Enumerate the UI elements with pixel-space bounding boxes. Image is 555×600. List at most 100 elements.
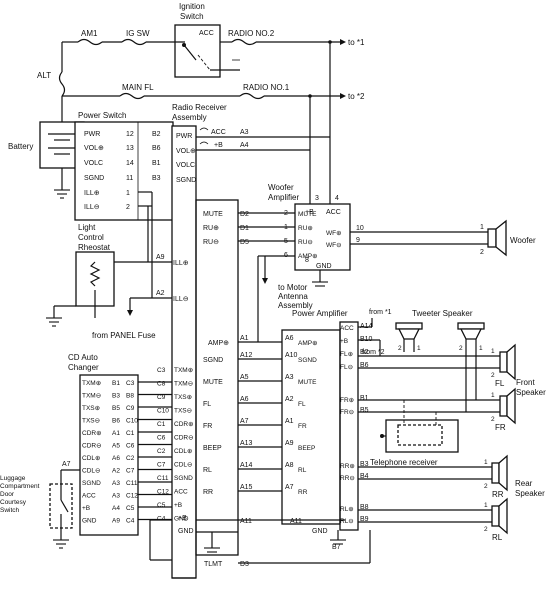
rear-rl-label: RL — [492, 533, 503, 542]
tweeter-fr-p1: 1 — [479, 345, 483, 352]
power-amp-in-pin: A3 — [285, 374, 294, 381]
receiver-left-pin: VOL⊕ — [176, 148, 196, 155]
power-switch-pin-conn: B1 — [152, 160, 161, 167]
woofer-amp-p3: 3 — [315, 195, 319, 202]
cd-changer-conn-pin: C4 — [126, 518, 135, 525]
tweeter-fr-p2: 2 — [459, 345, 463, 352]
motor-antenna-l1: to Motor — [278, 283, 308, 292]
woofer-amp-title: Woofer — [268, 183, 294, 192]
front-fl-label: FL — [495, 379, 505, 388]
receiver-a11: A11 — [240, 518, 252, 525]
power-switch-pin-num: 2 — [126, 204, 130, 211]
receiver-woofer-pin: RU⊕ — [203, 225, 219, 232]
cd-changer-pin-num: B3 — [112, 393, 120, 400]
cd-changer-pin-name: TXM⊖ — [82, 393, 102, 400]
power-switch-pin-name: PWR — [84, 131, 100, 138]
power-switch-pin-name: ILL⊖ — [84, 204, 100, 211]
receiver-a9: A9 — [156, 254, 165, 261]
receiver-woofer-conn: D1 — [240, 225, 249, 232]
power-amp-top-name: +B — [340, 338, 348, 345]
woofer-p1: 1 — [480, 224, 484, 231]
cd-changer-pin-name: CDR⊕ — [82, 430, 102, 437]
power-amp-rear-num: B8 — [360, 504, 369, 511]
telephone-label: Telephone receiver — [370, 458, 438, 467]
cd-changer-pin-name: GND — [82, 518, 97, 525]
power-amp-fr-name: FR⊖ — [340, 409, 355, 416]
power-amp-in-pin: A10 — [285, 352, 298, 359]
power-amp-rear-name: RL⊖ — [340, 518, 354, 525]
power-amp-in-pin: A1 — [285, 418, 294, 425]
receiver-changer-pin: +B — [174, 502, 182, 509]
motor-antenna-note: to Motor Antenna Assembly — [262, 255, 313, 310]
power-amp-from2: from *2 — [362, 349, 385, 356]
rear-rr-label: RR — [492, 490, 504, 499]
power-amp-fr-num: B5 — [360, 407, 369, 414]
receiver-a2: A2 — [156, 290, 165, 297]
cd-changer-pin-num: A3 — [112, 493, 120, 500]
cd-changer-conn-pin: C7 — [126, 468, 135, 475]
cd-changer-conn-pin: C2 — [126, 455, 135, 462]
receiver-amp-conn: A6 — [240, 396, 249, 403]
receiver-woofer-pin: MUTE — [203, 211, 223, 218]
receiver-changer-pin: TXM⊕ — [174, 367, 194, 374]
cd-changer-pin-name: TXM⊕ — [82, 380, 102, 387]
power-amp-from1: from *1 — [369, 309, 392, 316]
front-fl-p1: 1 — [491, 348, 495, 355]
power-amp-top-name: FL⊕ — [340, 351, 354, 358]
power-amp-rear-name: RL⊕ — [340, 506, 354, 513]
cd-changer-conn-pin: B8 — [126, 393, 134, 400]
power-switch-pin-name: VOL⊕ — [84, 145, 104, 152]
woofer-amp-in-name: MUTE — [298, 211, 317, 218]
woofer-amp-in-name: RU⊖ — [298, 239, 313, 246]
receiver-amp-conn: A14 — [240, 462, 253, 469]
receiver-left-pin: SGND — [176, 177, 196, 184]
am1-label: AM1 — [81, 29, 98, 38]
radio-no2-label: RADIO NO.2 — [228, 29, 275, 38]
woofer-amp-out-num: 10 — [356, 225, 364, 232]
receiver-changer-pin: TXS⊖ — [174, 408, 193, 415]
luggage-l4: Courtesy — [0, 499, 27, 506]
cd-changer-pin-num: A4 — [112, 505, 120, 512]
power-amp-top-name: ACC — [340, 325, 354, 332]
tweeter-label: Tweeter Speaker — [412, 309, 473, 318]
receiver-changer-pin: TXM⊖ — [174, 381, 194, 388]
receiver-changer-pin: CDL⊕ — [174, 448, 193, 455]
receiver-amp-pin: RR — [203, 489, 213, 496]
ig-sw-label: IG SW — [126, 29, 150, 38]
cd-changer-title: CD Auto — [68, 353, 98, 362]
power-switch-pin-num: 11 — [126, 175, 133, 182]
receiver-changer-pin-num: C9 — [157, 394, 166, 401]
cd-changer-pin-name: ACC — [82, 493, 96, 500]
power-amp-b7: B7 — [332, 544, 341, 551]
tweeter-speakers: Tweeter Speaker 2 1 2 1 — [395, 309, 485, 412]
woofer-amp-p4: 4 — [335, 195, 339, 202]
rear-rl-p2: 2 — [484, 526, 488, 533]
receiver-amp-conn: A7 — [240, 418, 249, 425]
cd-changer-pin-name: TXS⊖ — [82, 418, 101, 425]
tweeter-fl-p1: 1 — [417, 345, 421, 352]
receiver-amp-row-conn: A1 — [240, 335, 249, 342]
wires — [149, 318, 381, 579]
main-fl-label: MAIN FL — [122, 83, 154, 92]
receiver-left-pin: PWR — [176, 133, 192, 140]
rear-rr-p1: 1 — [484, 459, 488, 466]
front-fr-p1: 1 — [491, 392, 495, 399]
receiver-changer-pin-num: C1 — [157, 421, 166, 428]
receiver-amp-conn: A12 — [240, 352, 253, 359]
woofer-label: Woofer — [510, 236, 536, 245]
receiver-changer-pin: CDR⊖ — [174, 435, 194, 442]
receiver-amp-pin: FR — [203, 423, 212, 430]
receiver-a3-label: A3 — [240, 129, 249, 136]
receiver-amp-pin: RL — [203, 467, 212, 474]
cd-changer-pin-name: +B — [82, 505, 90, 512]
receiver-changer-pin: SGND — [174, 475, 193, 482]
receiver-a4-label: A4 — [240, 142, 249, 149]
receiver-title-2: Assembly — [172, 113, 207, 122]
woofer-amp-gnd: GND — [316, 263, 332, 270]
telephone-receiver: Telephone receiver — [370, 400, 459, 467]
receiver-d3: D3 — [240, 561, 249, 568]
cd-changer-conn-pin: C10 — [126, 418, 138, 425]
